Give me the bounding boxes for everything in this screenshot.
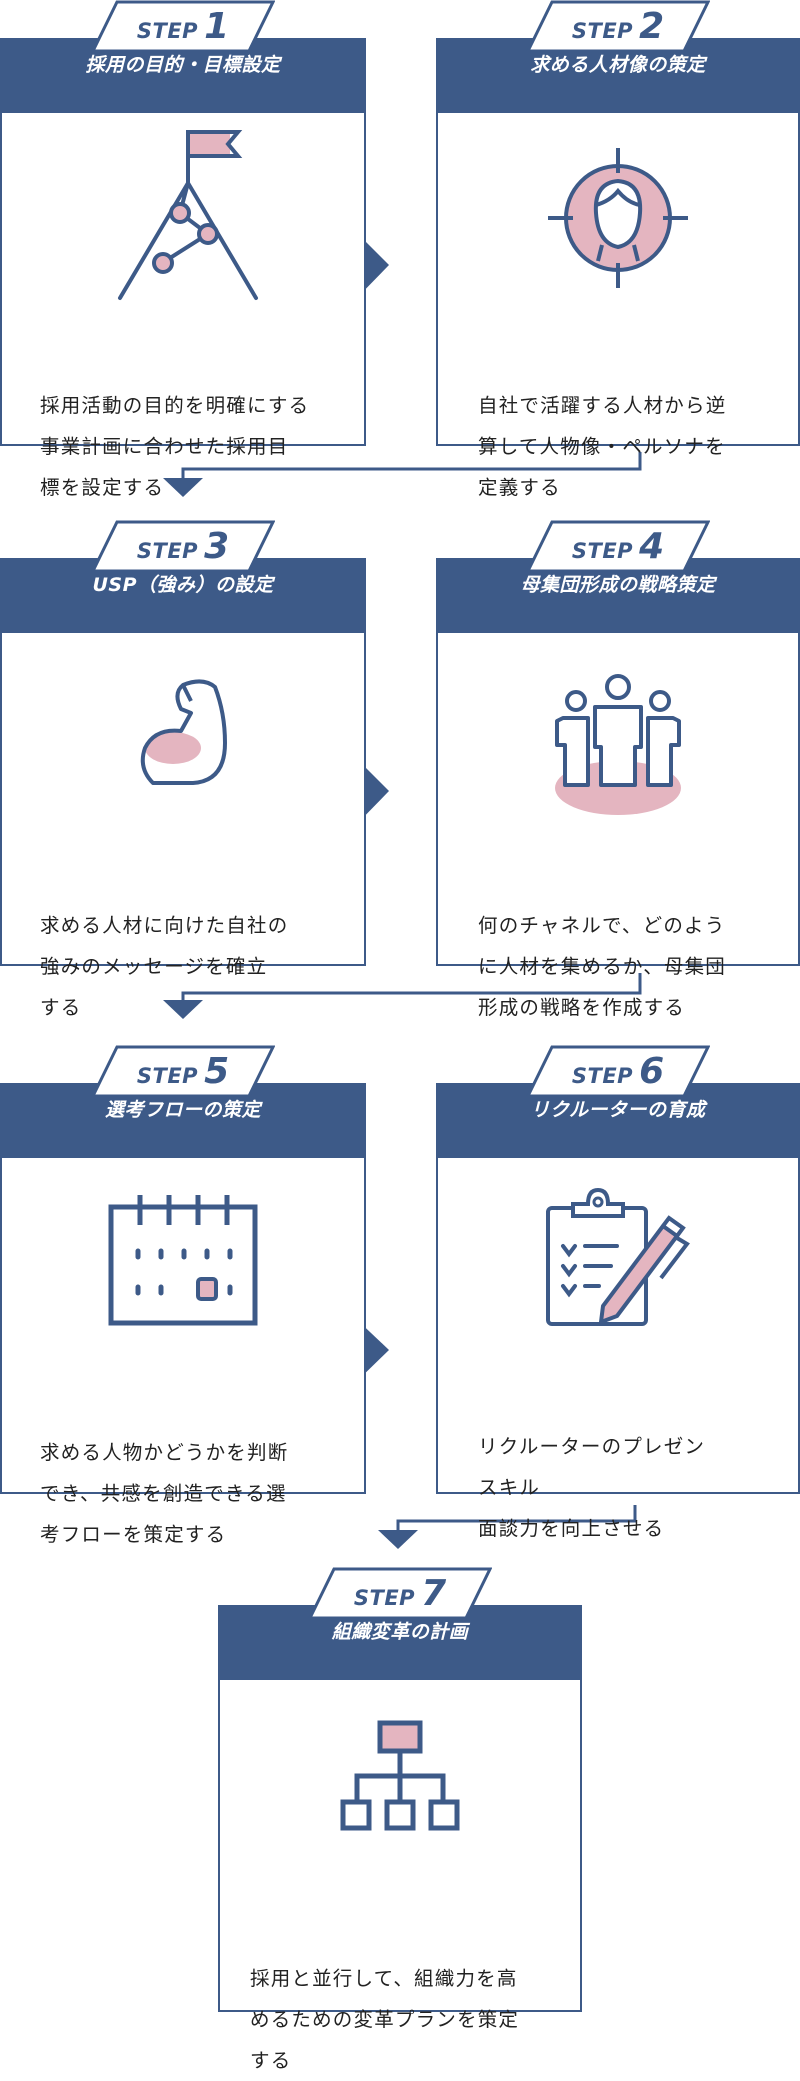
card-body: 採用と並行して、組織力を高 めるための変革プランを策定 する [218, 1680, 582, 2072]
arrow-down-icon [163, 478, 203, 497]
step-title: USP（強み）の設定 [92, 574, 274, 596]
card-body: 自社で活躍する人材から逆 算して人物像・ペルソナを 定義する [436, 113, 800, 499]
step-description: 求める人物かどうかを判断 でき、共感を創造できる選 考フローを策定する [40, 1432, 288, 1555]
step-description: 求める人材に向けた自社の 強みのメッセージを確立 する [40, 905, 288, 1028]
desc-line: 強みのメッセージを確立 [40, 955, 268, 978]
step-description: 採用活動の目的を明確にする 事業計画に合わせた採用目 標を設定する [40, 385, 309, 508]
flag-summit-icon [118, 130, 258, 300]
desc-line: する [40, 996, 82, 1019]
step-title: 選考フローの策定 [104, 1099, 261, 1121]
step-description: リクルーターのプレゼン スキル 面談力を向上させる [478, 1426, 705, 1549]
arrow-down-icon [378, 1530, 418, 1549]
desc-line: でき、共感を創造できる選 [40, 1482, 287, 1505]
desc-line: する [250, 2049, 292, 2072]
desc-line: 求める人材に向けた自社の [40, 914, 289, 937]
step-card-2: 自社で活躍する人材から逆 算して人物像・ペルソナを 定義する 求める人材像の策定… [436, 0, 800, 499]
step-number: 7 [421, 1573, 447, 1614]
step-number: 6 [639, 1051, 665, 1092]
flexed-arm-icon [140, 679, 227, 785]
step-card-6: リクルーターのプレゼン スキル 面談力を向上させる リクルーターの育成 STEP… [436, 1045, 800, 1540]
step-word: STEP [136, 539, 199, 563]
target-person-icon [548, 148, 688, 288]
step-word: STEP [571, 19, 634, 43]
desc-line: 形成の戦略を作成する [478, 996, 686, 1019]
connector-line [396, 1505, 637, 1530]
card-body: リクルーターのプレゼン スキル 面談力を向上させる [436, 1158, 800, 1540]
desc-line: 標を設定する [40, 476, 165, 499]
step-card-1: 採用活動の目的を明確にする 事業計画に合わせた採用目 標を設定する 採用の目的・… [0, 0, 366, 499]
step-card-4: 何のチャネルで、どのよう に人材を集めるか、母集団 形成の戦略を作成する 母集団… [436, 520, 800, 1019]
desc-line: 採用活動の目的を明確にする [40, 394, 310, 417]
step-description: 採用と並行して、組織力を高 めるための変革プランを策定 する [250, 1958, 519, 2081]
desc-line: 面談力を向上させる [478, 1517, 665, 1540]
connector-line [181, 452, 642, 478]
step-title: 採用の目的・目標設定 [85, 54, 281, 76]
card-body: 何のチャネルで、どのよう に人材を集めるか、母集団 形成の戦略を作成する [436, 633, 800, 1019]
desc-line: 採用と並行して、組織力を高 [250, 1967, 518, 1990]
step-description: 自社で活躍する人材から逆 算して人物像・ペルソナを 定義する [478, 385, 726, 508]
card-body: 求める人物かどうかを判断 でき、共感を創造できる選 考フローを策定する [0, 1158, 366, 1546]
step-number: 5 [204, 1051, 230, 1092]
step-title: リクルーターの育成 [530, 1099, 706, 1121]
desc-line: 自社で活躍する人材から逆 [478, 394, 727, 417]
calendar-icon [108, 1195, 258, 1326]
desc-line: 何のチャネルで、どのよう [478, 914, 726, 937]
desc-line: に人材を集めるか、母集団 [478, 955, 727, 978]
desc-line: リクルーターのプレゼン [478, 1435, 706, 1458]
desc-line: スキル [478, 1476, 541, 1499]
desc-line: 事業計画に合わせた採用目 [40, 435, 289, 458]
arrow-down-icon [163, 1000, 203, 1019]
step-number: 2 [639, 6, 665, 47]
desc-line: 考フローを策定する [40, 1523, 227, 1546]
step-card-3: 求める人材に向けた自社の 強みのメッセージを確立 する USP（強み）の設定 S… [0, 520, 366, 1019]
step-word: STEP [571, 539, 634, 563]
org-chart-icon [340, 1720, 460, 1831]
connector-line [181, 973, 642, 1000]
desc-line: 定義する [478, 476, 561, 499]
step-number: 3 [204, 526, 230, 567]
step-title: 組織変革の計画 [331, 1621, 469, 1643]
step-card-5: 求める人物かどうかを判断 でき、共感を創造できる選 考フローを策定する 選考フロ… [0, 1045, 366, 1546]
desc-line: 求める人物かどうかを判断 [40, 1441, 289, 1464]
step-word: STEP [571, 1064, 634, 1088]
step-title: 母集団形成の戦略策定 [520, 574, 716, 596]
clipboard-pencil-icon [546, 1188, 690, 1326]
card-body: 採用活動の目的を明確にする 事業計画に合わせた採用目 標を設定する [0, 113, 366, 499]
step-card-7: 採用と並行して、組織力を高 めるための変革プランを策定 する 組織変革の計画 S… [218, 1567, 582, 2072]
card-body: 求める人材に向けた自社の 強みのメッセージを確立 する [0, 633, 366, 1019]
desc-line: 算して人物像・ペルソナを [478, 435, 726, 458]
step-word: STEP [136, 19, 199, 43]
step-number: 1 [204, 6, 230, 47]
desc-line: めるための変革プランを策定 [250, 2008, 520, 2031]
step-word: STEP [136, 1064, 199, 1088]
step-word: STEP [353, 1586, 416, 1610]
step-description: 何のチャネルで、どのよう に人材を集めるか、母集団 形成の戦略を作成する [478, 905, 726, 1028]
group-people-icon [555, 674, 681, 815]
step-number: 4 [639, 526, 665, 567]
step-title: 求める人材像の策定 [530, 54, 706, 76]
